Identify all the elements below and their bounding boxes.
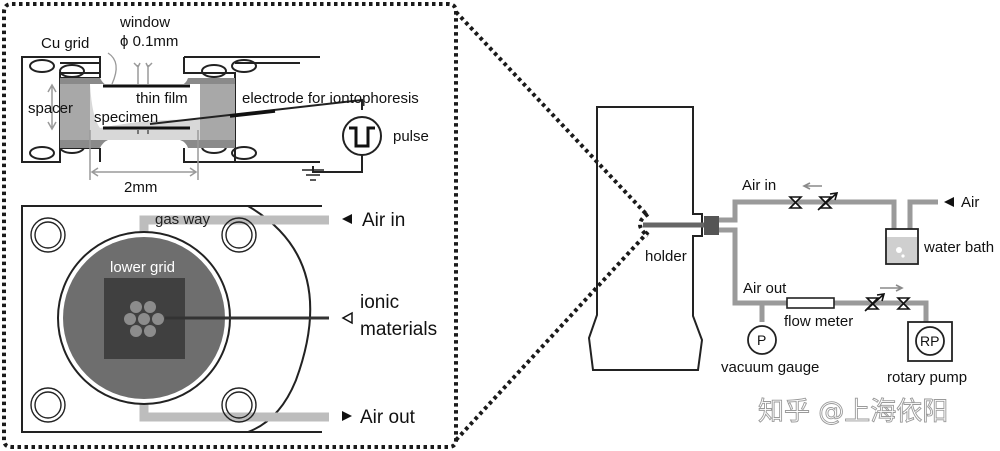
label-window-size: ϕ 0.1mm xyxy=(120,33,178,50)
pump-symbol: RP xyxy=(920,333,939,349)
label-air-out: Air out xyxy=(743,280,787,297)
label-vacuum-gauge: vacuum gauge xyxy=(721,359,819,376)
label-lower-grid: lower grid xyxy=(110,259,175,276)
ground-icon xyxy=(302,169,324,181)
flow-direction-out-icon xyxy=(880,284,904,292)
label-holder: holder xyxy=(645,248,687,265)
air-out-pipe xyxy=(719,227,929,322)
label-ionic: ionic xyxy=(360,292,399,313)
spacer-height-arrow xyxy=(47,83,57,131)
bubble xyxy=(901,254,905,258)
label-materials: materials xyxy=(360,319,437,340)
screw-hole-inner xyxy=(225,391,253,419)
holder-plate xyxy=(21,205,322,433)
cu-grid-leader xyxy=(107,52,117,85)
o-ring xyxy=(29,59,55,73)
label-air-in-inset: Air in xyxy=(362,210,405,231)
label-window: window xyxy=(119,14,170,31)
needle-valve-arrow-icon xyxy=(864,293,886,312)
label-rotary-pump: rotary pump xyxy=(887,369,967,386)
label-water-bath: water bath xyxy=(923,239,994,256)
label-cu-grid: Cu grid xyxy=(41,35,89,52)
flow-meter-icon xyxy=(786,297,835,309)
electrode-tip xyxy=(229,109,276,118)
screw-hole xyxy=(221,217,257,253)
flow-direction-in-icon xyxy=(802,182,822,190)
watermark: 知乎 @上海依阳 xyxy=(758,397,948,427)
air-in-arrow-icon xyxy=(342,214,352,224)
screw-hole xyxy=(30,217,66,253)
label-spacer: spacer xyxy=(28,100,73,117)
label-gas-way: gas way xyxy=(155,211,211,228)
label-air-source: Air xyxy=(961,194,979,211)
label-pulse: pulse xyxy=(393,128,429,145)
o-ring xyxy=(231,59,257,73)
chamber-void xyxy=(90,84,200,128)
window-marker xyxy=(133,62,153,84)
callout-focus-arc xyxy=(638,212,650,238)
screw-hole xyxy=(221,387,257,423)
valve-icon xyxy=(788,196,803,209)
label-specimen: specimen xyxy=(94,109,158,126)
o-ring xyxy=(29,146,55,160)
window-marker-lower xyxy=(137,130,149,134)
screw-hole-inner xyxy=(34,391,62,419)
o-ring xyxy=(231,146,257,160)
air-out-arrow-icon xyxy=(342,411,352,421)
air-source-arrow-icon xyxy=(944,197,954,207)
holder-top-view: gas way lower grid Air in ionic material… xyxy=(21,205,437,433)
label-air-out-inset: Air out xyxy=(360,407,416,428)
callout-line-bottom xyxy=(454,230,650,442)
o-ring xyxy=(201,64,227,78)
holder-cross-section: window ϕ 0.1mm Cu grid spacer thin film … xyxy=(21,14,429,196)
gas-flow-system: P RP holder Air in Air water bath Air ou… xyxy=(587,106,994,386)
label-electrode: electrode for iontophoresis xyxy=(242,90,419,107)
label-2mm: 2mm xyxy=(124,179,157,196)
valve-icon xyxy=(896,297,911,310)
o-ring xyxy=(59,64,85,78)
label-air-in: Air in xyxy=(742,177,776,194)
screw-hole xyxy=(30,387,66,423)
air-in-pipe xyxy=(719,199,897,232)
rotary-pump-icon xyxy=(915,326,945,356)
bubble xyxy=(896,247,902,253)
ionic-arrow-icon xyxy=(341,311,353,325)
label-thin-film: thin film xyxy=(136,90,188,107)
screw-hole-inner xyxy=(34,221,62,249)
vacuum-gauge-icon xyxy=(747,325,777,355)
callout-outline xyxy=(2,2,650,449)
window-cutout-top xyxy=(100,78,188,86)
ionic-particles xyxy=(124,301,164,337)
holder-connector xyxy=(704,216,719,235)
gauge-symbol: P xyxy=(757,332,766,348)
gas-way-out xyxy=(139,400,329,422)
pulse-source-icon xyxy=(342,116,382,156)
dimension-arrow xyxy=(89,130,199,180)
electrode-wire xyxy=(149,98,363,125)
pulse-waveform-icon xyxy=(349,126,375,148)
screw-hole-inner xyxy=(225,221,253,249)
needle-valve-arrow-icon xyxy=(817,192,839,211)
callout-line-top xyxy=(454,10,650,218)
housing-left-bottom xyxy=(60,147,101,162)
label-flow-meter: flow meter xyxy=(784,313,853,330)
window-cutout-bottom xyxy=(100,140,188,148)
screw-holes xyxy=(30,217,257,423)
microscope-column xyxy=(587,106,704,371)
ground-wire xyxy=(312,155,363,173)
callout-box xyxy=(2,2,458,449)
